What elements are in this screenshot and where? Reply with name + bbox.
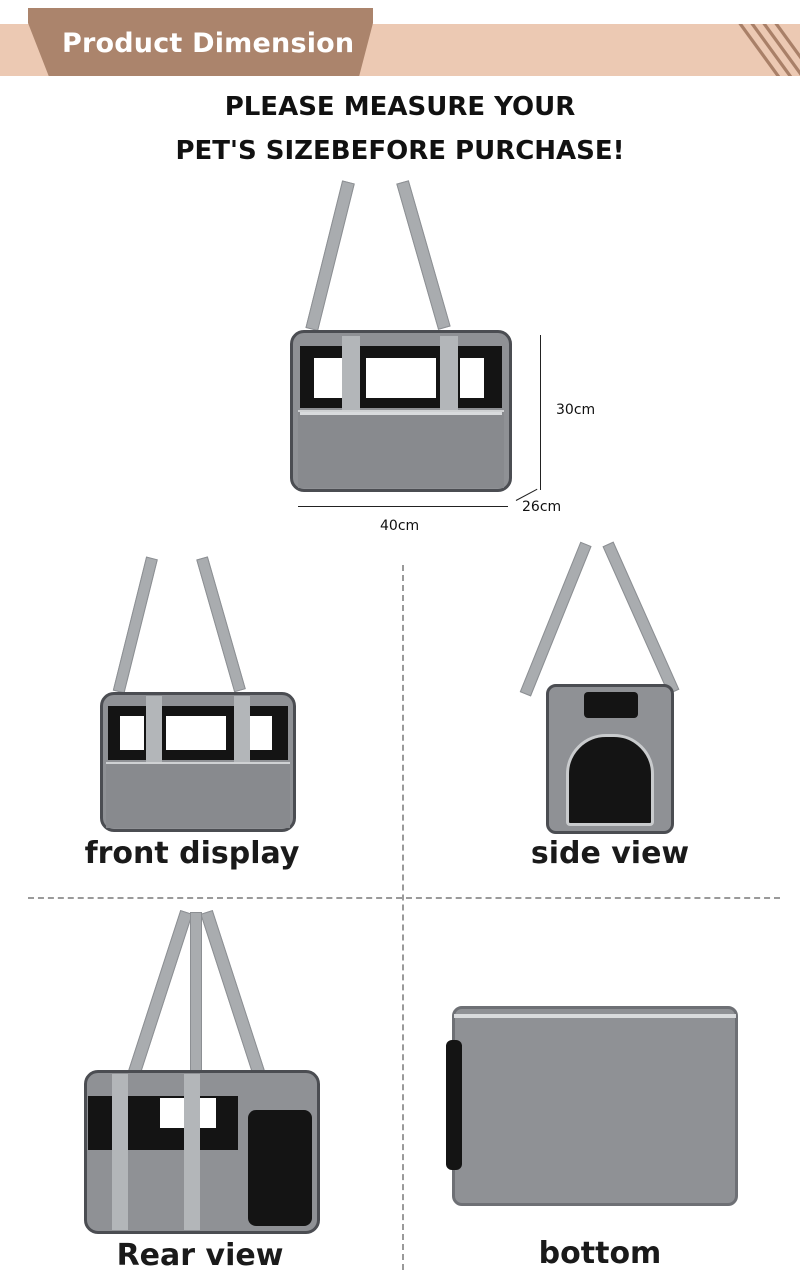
decorative-stripes	[730, 24, 800, 76]
section-title: Product Dimension	[62, 28, 355, 59]
height-label: 30cm	[556, 402, 596, 418]
vertical-divider	[402, 565, 404, 1270]
front-view-caption: front display	[84, 836, 300, 871]
bottom-view-caption: bottom	[538, 1236, 662, 1271]
rear-view-caption: Rear view	[116, 1238, 284, 1273]
side-view-image	[519, 541, 680, 836]
rear-view-image	[84, 909, 320, 1236]
front-view-image	[100, 556, 296, 834]
depth-label: 26cm	[522, 499, 562, 515]
bottom-view-image	[446, 1000, 740, 1210]
height-line	[540, 335, 541, 490]
headline-line-1: PLEASE MEASURE YOUR	[224, 92, 576, 122]
header-banner-tab	[28, 8, 373, 76]
side-view-caption: side view	[530, 836, 690, 871]
main-bag-image	[290, 178, 512, 494]
width-line	[298, 506, 508, 507]
horizontal-divider	[28, 897, 780, 899]
headline-line-2: PET'S SIZEBEFORE PURCHASE!	[175, 136, 625, 166]
width-label: 40cm	[380, 518, 420, 534]
